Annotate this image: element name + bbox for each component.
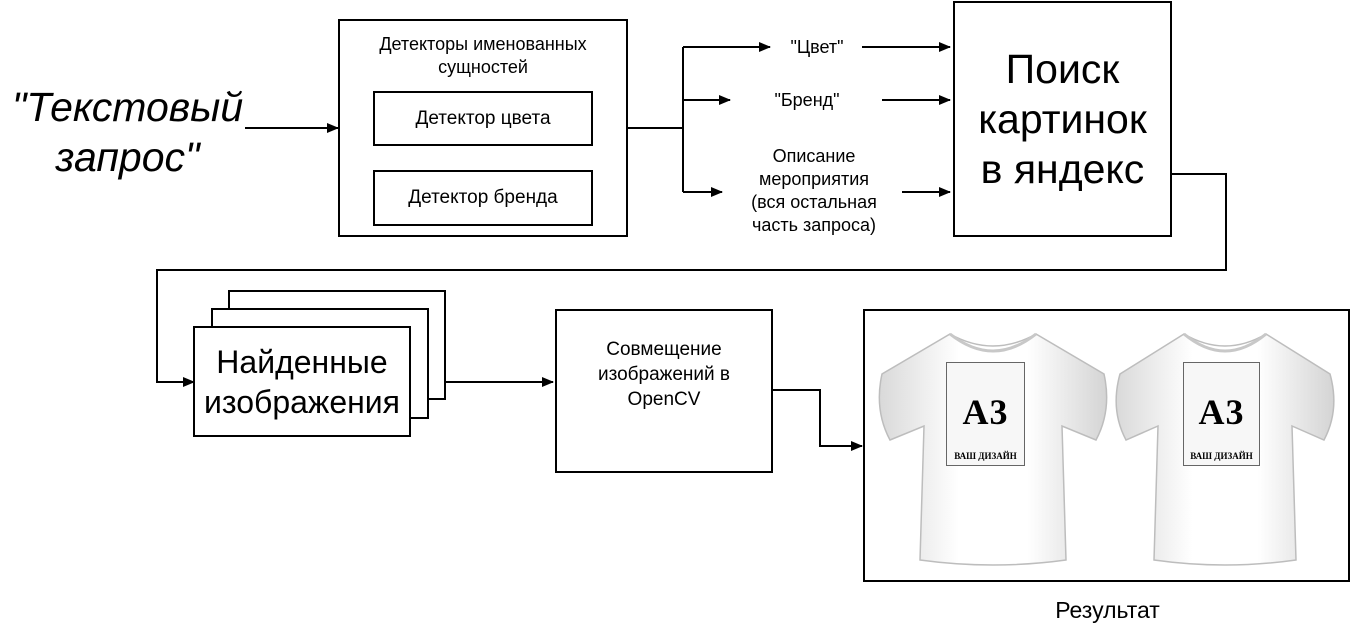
brand-detector-label: Детектор бренда xyxy=(408,187,558,208)
yandex-image-search-block: Поиск картинок в яндекс xyxy=(953,1,1172,237)
event-line4: часть запроса) xyxy=(751,215,877,235)
found-images-block: Найденные изображения xyxy=(193,326,411,437)
found-images-line1: Найденные xyxy=(216,343,388,380)
color-output-label: "Цвет" xyxy=(790,37,844,57)
text-query-line2: запрос" xyxy=(55,134,200,180)
event-line2: мероприятия xyxy=(758,169,869,189)
print-plate-2-caption: ВАШ ДИЗАЙН xyxy=(1190,451,1253,461)
merge-line3: OpenCV xyxy=(627,388,701,410)
text-query-line1: "Текстовый xyxy=(11,84,244,130)
merge-line1: Совмещение xyxy=(606,338,722,360)
arrow-search-to-found xyxy=(156,173,1227,387)
search-line3: в яндекс xyxy=(980,146,1145,192)
print-plate-2-title: А3 xyxy=(1198,392,1245,432)
brand-detector-box: Детектор бренда xyxy=(373,170,593,226)
ner-title-line1: Детекторы именованных xyxy=(379,34,587,54)
color-detector-box: Детектор цвета xyxy=(373,91,593,146)
search-line1: Поиск xyxy=(1005,46,1120,92)
ner-title: Детекторы именованных сущностей xyxy=(340,33,626,78)
text-query-label: "Текстовый запрос" xyxy=(0,82,255,182)
found-images-line2: изображения xyxy=(204,383,400,420)
print-plate-2: А3 ВАШ ДИЗАЙН xyxy=(1183,362,1260,466)
print-plate-1-title: А3 xyxy=(962,392,1009,432)
event-line3: (вся остальная xyxy=(751,192,877,212)
result-caption: Результат xyxy=(1055,597,1160,623)
event-line1: Описание xyxy=(772,146,856,166)
opencv-merge-block: Совмещение изображений в OpenCV xyxy=(555,309,773,473)
arrow-merge-to-result xyxy=(773,389,863,451)
color-detector-label: Детектор цвета xyxy=(415,107,551,129)
event-description-label: Описание мероприятия (вся остальная част… xyxy=(724,145,904,237)
brand-output-label: "Бренд" xyxy=(774,90,840,110)
ner-title-line2: сущностей xyxy=(438,56,528,77)
print-plate-1-caption: ВАШ ДИЗАЙН xyxy=(954,451,1017,461)
search-line2: картинок xyxy=(978,96,1147,142)
print-plate-1: А3 ВАШ ДИЗАЙН xyxy=(946,362,1025,466)
merge-line2: изображений в xyxy=(597,363,731,385)
